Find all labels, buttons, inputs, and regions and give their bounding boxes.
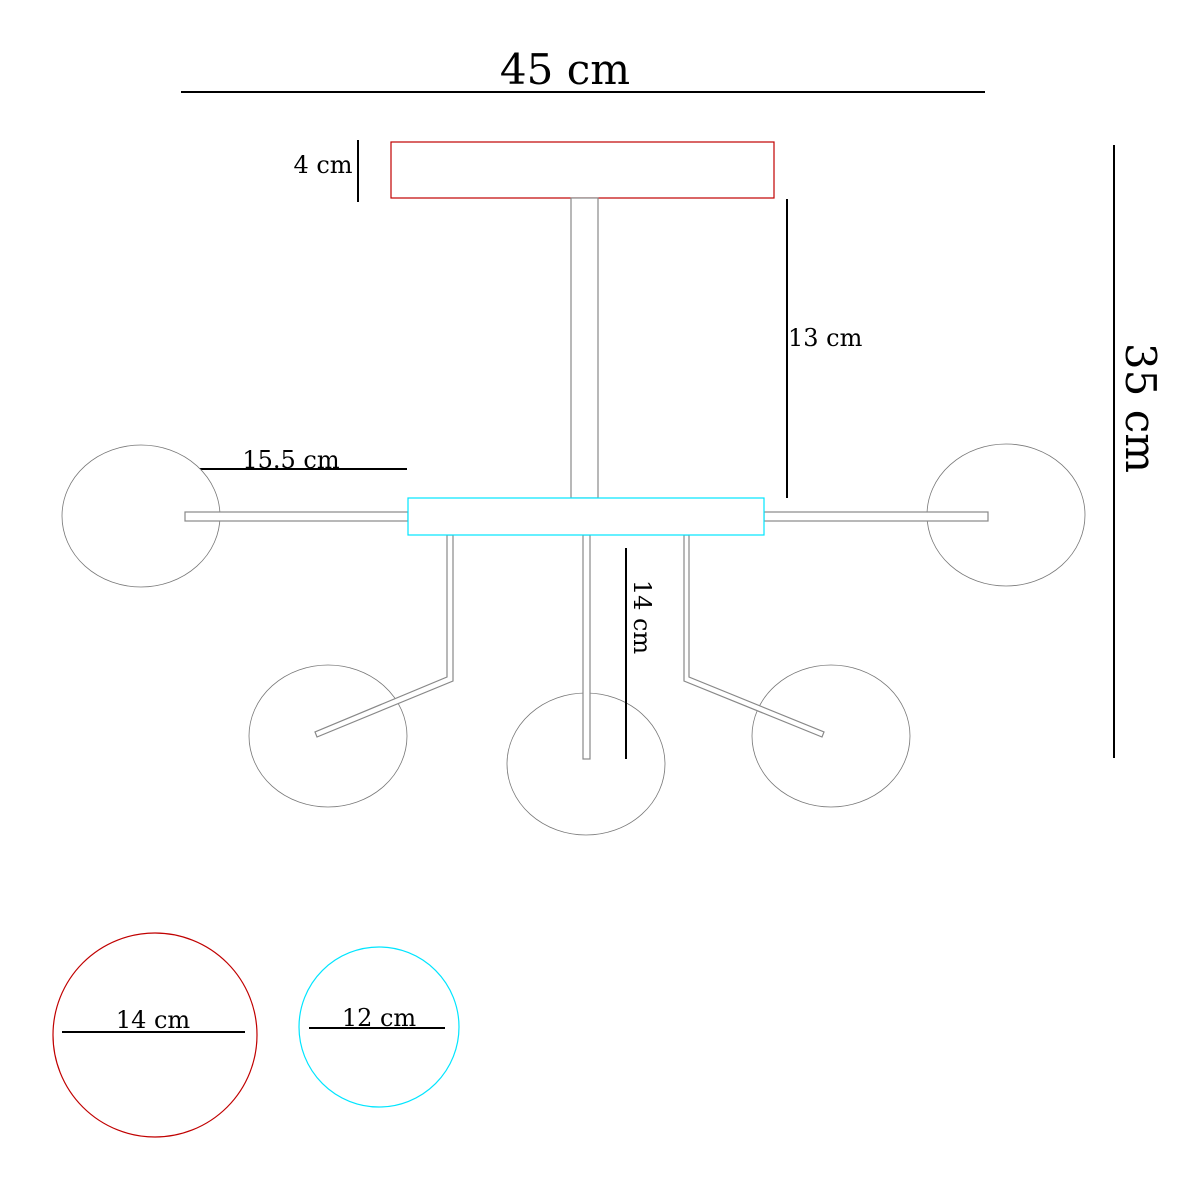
drop-length-label: 14 cm	[628, 580, 656, 655]
total-height-label: 35 cm	[1116, 343, 1165, 473]
globe-bottom-left	[248, 664, 408, 808]
canopy-height-label: 4 cm	[293, 151, 352, 179]
globe-bottom-right	[751, 664, 911, 808]
rod-bottom-center	[582, 534, 591, 760]
canopy-diameter-circle	[52, 932, 258, 1138]
total-width-label: 45 cm	[500, 45, 630, 94]
arm-right	[763, 511, 989, 522]
canopy	[390, 141, 775, 199]
stem	[570, 197, 599, 499]
arm-length-label: 15.5 cm	[242, 446, 340, 474]
hub	[407, 497, 765, 536]
canopy-diameter-label: 14 cm	[116, 1006, 191, 1034]
hub-diameter-label: 12 cm	[342, 1004, 417, 1032]
arm-left	[184, 511, 409, 522]
stem-length-label: 13 cm	[788, 324, 863, 352]
